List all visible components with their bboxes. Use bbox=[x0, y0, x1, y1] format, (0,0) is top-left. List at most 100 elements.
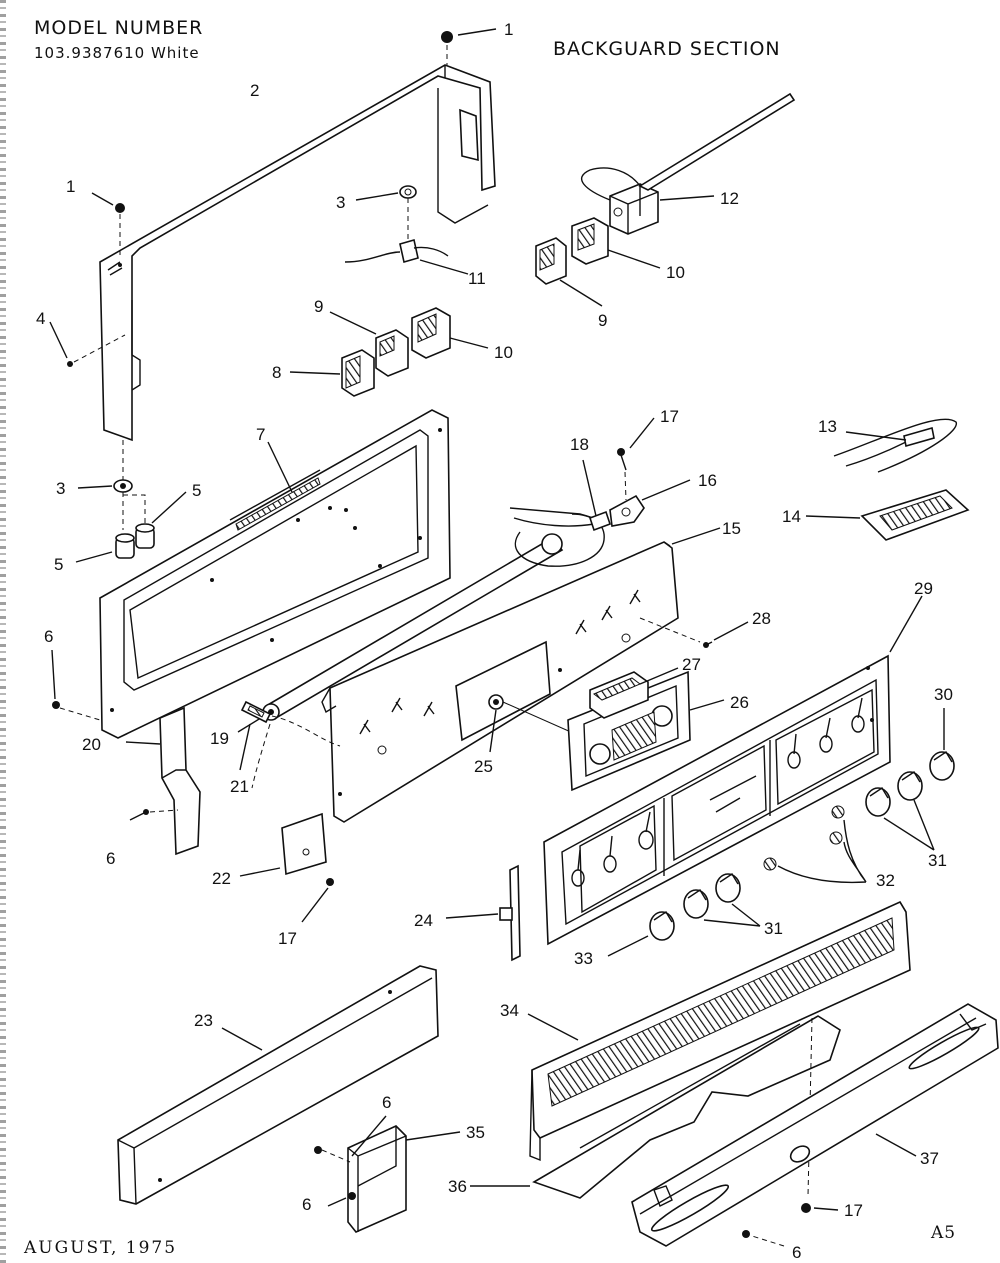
arrow-16 bbox=[641, 479, 691, 501]
part-knob-inserts-32 bbox=[763, 805, 845, 871]
callout-7: 7 bbox=[256, 425, 265, 444]
part-screw-1-top bbox=[441, 31, 453, 43]
part-knobs-31-lower bbox=[683, 873, 741, 919]
callout-17-bottom: 17 bbox=[844, 1201, 863, 1220]
part-control-panel-15 bbox=[321, 541, 679, 823]
part-screw-17-bottom bbox=[801, 1203, 811, 1213]
arrow-6-35-lower bbox=[327, 1197, 347, 1207]
callout-26: 26 bbox=[730, 693, 749, 712]
arrow-14 bbox=[805, 515, 861, 519]
model-number-label: MODEL NUMBER bbox=[34, 17, 204, 39]
leader-4 bbox=[73, 334, 126, 363]
arrow-29 bbox=[889, 595, 923, 653]
part-knob-30 bbox=[929, 751, 955, 781]
callout-28: 28 bbox=[752, 609, 771, 628]
arrow-5-left bbox=[75, 551, 113, 563]
arrow-10-right bbox=[607, 249, 661, 269]
part-screw-1-left bbox=[115, 203, 125, 213]
part-grommet-3-top bbox=[399, 185, 417, 199]
callout-10-right: 10 bbox=[666, 263, 685, 282]
arrow-15 bbox=[671, 527, 721, 545]
part-light-bulb-13 bbox=[833, 418, 957, 473]
arrow-33 bbox=[607, 935, 649, 957]
part-switch-9-middle bbox=[375, 329, 409, 377]
callout-10-middle: 10 bbox=[494, 343, 513, 362]
part-clip-5-left bbox=[115, 533, 135, 559]
callout-34: 34 bbox=[500, 1001, 519, 1020]
arrow-27 bbox=[639, 667, 679, 685]
callout-35: 35 bbox=[466, 1123, 485, 1142]
callout-15: 15 bbox=[722, 519, 741, 538]
part-clip-5-right bbox=[135, 523, 155, 549]
part-screw-6-bottom bbox=[742, 1230, 750, 1238]
part-vent-grille-34 bbox=[529, 900, 911, 1162]
callout-17-lower: 17 bbox=[278, 929, 297, 948]
arrow-20 bbox=[125, 741, 161, 745]
arrow-3-lower bbox=[77, 485, 113, 489]
part-thermocouple-18 bbox=[509, 507, 612, 567]
leader-6-left bbox=[59, 707, 101, 721]
callout-19: 19 bbox=[210, 729, 229, 748]
publication-date: AUGUST, 1975 bbox=[24, 1238, 178, 1258]
callout-11: 11 bbox=[468, 269, 486, 288]
callout-23: 23 bbox=[194, 1011, 213, 1030]
part-switch-8 bbox=[341, 349, 375, 397]
callout-13: 13 bbox=[818, 417, 837, 436]
arrow-17-bottom bbox=[813, 1207, 839, 1211]
leader-28 bbox=[639, 617, 701, 643]
arrow-6-left bbox=[51, 649, 56, 700]
arrow-25 bbox=[489, 709, 497, 753]
part-screw-6-35-top bbox=[314, 1146, 322, 1154]
callout-6-35-lower: 6 bbox=[302, 1195, 311, 1214]
arrow-24 bbox=[445, 913, 499, 919]
leader-6-35-top bbox=[321, 1149, 351, 1163]
arrows-32 bbox=[777, 819, 867, 884]
part-backguard-frame bbox=[99, 64, 496, 442]
callout-6-bottom: 6 bbox=[792, 1243, 801, 1262]
callout-9-middle: 9 bbox=[314, 297, 323, 316]
model-number-value: 103.9387610 White bbox=[34, 44, 200, 62]
part-cover-plate-22 bbox=[281, 812, 327, 876]
arrow-12 bbox=[659, 195, 715, 201]
callout-24: 24 bbox=[414, 911, 433, 930]
part-switch-10-right bbox=[571, 217, 609, 265]
callout-25: 25 bbox=[474, 757, 493, 776]
part-terminal-block-11 bbox=[344, 238, 449, 264]
callout-22: 22 bbox=[212, 869, 231, 888]
leader-6-bracket bbox=[149, 809, 179, 813]
arrow-23 bbox=[221, 1027, 263, 1051]
leader-17-top bbox=[624, 471, 627, 501]
part-mounting-rail-37 bbox=[631, 1003, 999, 1247]
arrow-9-right bbox=[559, 279, 603, 307]
arrow-37 bbox=[875, 1133, 917, 1157]
callout-5-left: 5 bbox=[54, 555, 63, 574]
callout-5-right: 5 bbox=[192, 481, 201, 500]
callout-17-top: 17 bbox=[660, 407, 679, 426]
part-thermostat-12 bbox=[580, 92, 796, 235]
callout-6-left: 6 bbox=[44, 627, 53, 646]
callout-20: 20 bbox=[82, 735, 101, 754]
arrow-9-middle bbox=[329, 311, 377, 335]
arrow-13 bbox=[845, 431, 907, 441]
part-bracket-20 bbox=[159, 706, 201, 856]
callout-6-bracket: 6 bbox=[106, 849, 115, 868]
callout-12: 12 bbox=[720, 189, 739, 208]
sheet-code: A5 bbox=[931, 1223, 957, 1243]
callout-3-lower: 3 bbox=[56, 479, 65, 498]
section-title: BACKGUARD SECTION bbox=[553, 38, 781, 60]
part-screw-17-lower bbox=[326, 878, 334, 886]
callout-1-left: 1 bbox=[66, 177, 75, 196]
part-control-bezel-29 bbox=[543, 654, 891, 946]
part-screw-6-35-lower bbox=[348, 1192, 356, 1200]
arrow-7 bbox=[267, 441, 293, 493]
arrows-31-lower bbox=[703, 903, 761, 927]
callout-27: 27 bbox=[682, 655, 701, 674]
arrow-11 bbox=[419, 259, 469, 275]
part-plate-36 bbox=[532, 1015, 841, 1199]
arrow-6-bottom bbox=[751, 1235, 785, 1247]
callout-labels: 1 1 2 3 3 4 5 5 6 6 6 6 6 7 8 9 9 10 10 … bbox=[36, 20, 953, 1262]
callout-33: 33 bbox=[574, 949, 593, 968]
leader-5 bbox=[123, 494, 146, 525]
callout-31-lower: 31 bbox=[764, 919, 783, 938]
